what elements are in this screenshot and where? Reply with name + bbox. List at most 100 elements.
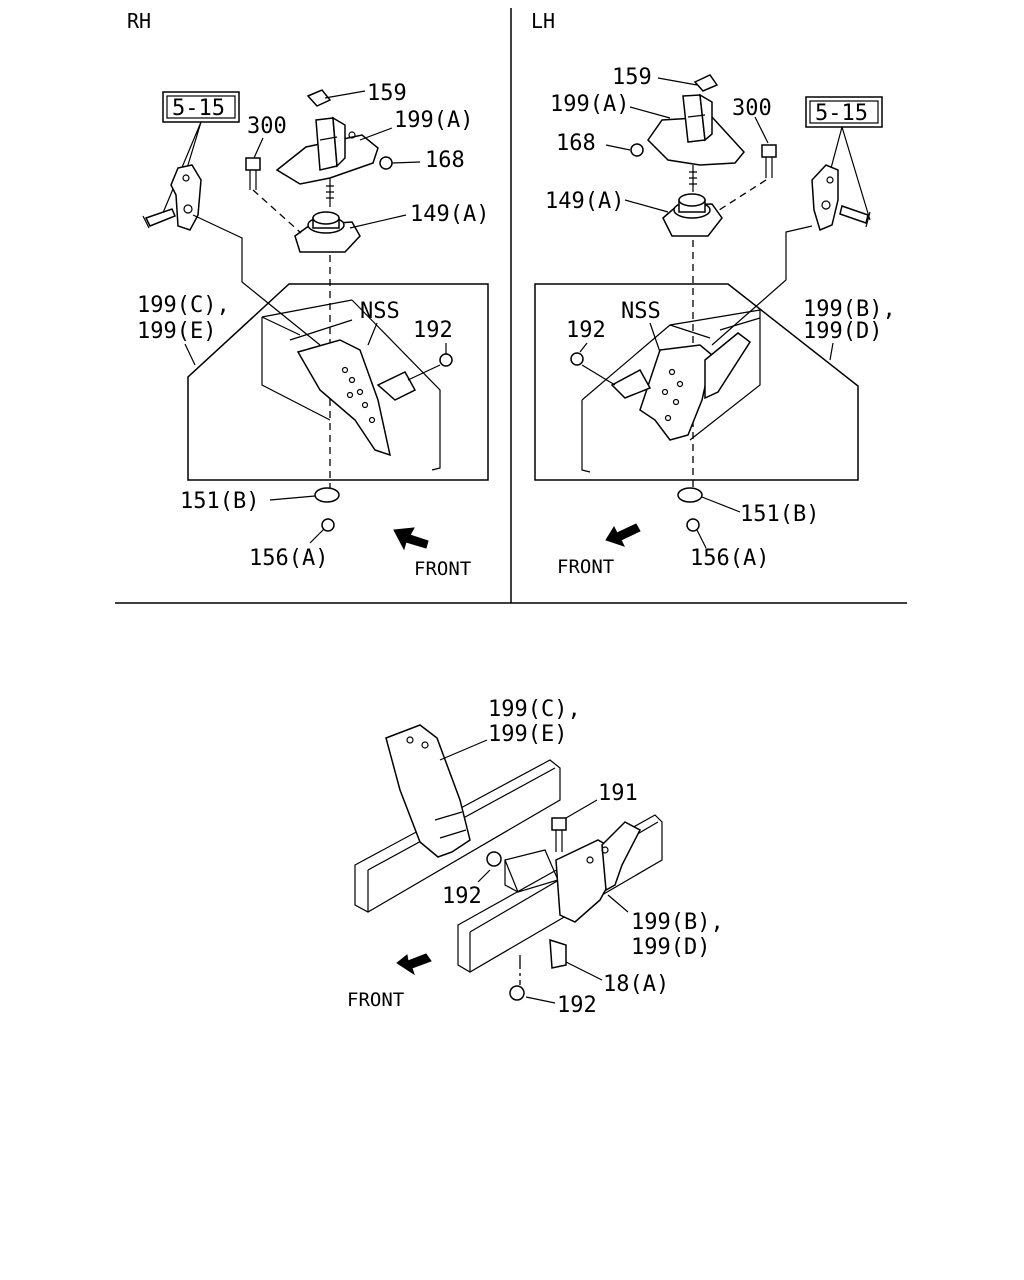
lh-label-nss: NSS (621, 299, 661, 324)
rh-label-300: 300 (247, 114, 287, 139)
rh-label-199c: 199(C), (137, 293, 230, 318)
bottom-leader-199ce (439, 739, 488, 761)
lh-bolt-300 (761, 144, 777, 178)
lh-bracket-nss (610, 332, 752, 441)
bottom-label-18a: 18(A) (603, 972, 669, 997)
lh-leader-159 (657, 77, 698, 86)
rh-label-192: 192 (413, 318, 453, 343)
rh-label-149a: 149(A) (410, 202, 489, 227)
bottom-view: FRONT 199(C), 199(E) 191 192 199(B), 199… (347, 697, 724, 1018)
rh-label-151b: 151(B) (180, 489, 259, 514)
lh-label-151b: 151(B) (740, 502, 819, 527)
rh-detail-box (187, 283, 489, 481)
rh-washer-151b (314, 487, 340, 503)
bottom-label-199e: 199(E) (488, 722, 567, 747)
lh-clip-159 (693, 74, 719, 92)
rh-leader-149a (349, 214, 407, 229)
bottom-label-192b: 192 (557, 993, 597, 1018)
bottom-label-199c: 199(C), (488, 697, 581, 722)
bottom-leader-191 (565, 799, 598, 819)
rh-leader-192 (407, 343, 447, 381)
bottom-label-191: 191 (598, 781, 638, 806)
rh-leader-159 (324, 90, 366, 99)
rh-leader-199a (359, 127, 393, 141)
bottom-bracket-199bd (549, 821, 642, 969)
rh-leader-199ce (184, 343, 196, 366)
rh-leader-151b (269, 495, 316, 501)
lh-washer-151b (677, 487, 703, 503)
rh-nut-192 (439, 353, 453, 367)
rh-leader-300 (253, 137, 264, 159)
rh-leader-156a (309, 528, 325, 544)
lh-leader-nss (649, 322, 661, 353)
bottom-leader-18a (565, 961, 603, 981)
lh-ref-leaders (829, 126, 871, 221)
rh-bracket-nss (296, 339, 417, 457)
lh-ref-box[interactable]: 5-15 (805, 96, 883, 128)
rh-leader-168 (391, 161, 421, 164)
lh-label-149a: 149(A) (545, 189, 624, 214)
lh-label-159: 159 (612, 65, 652, 90)
rh-dash-line (252, 189, 302, 234)
bottom-label-199d: 199(D) (631, 935, 710, 960)
lh-label-168: 168 (556, 131, 596, 156)
rh-insulator (294, 211, 361, 253)
rh-header: RH (127, 9, 151, 33)
lh-insulator (662, 193, 723, 237)
lh-header: LH (531, 9, 555, 33)
rh-frame-rail (261, 299, 441, 471)
bottom-label-199b: 199(B), (631, 910, 724, 935)
lh-nut-192 (570, 352, 584, 366)
bottom-front-label: FRONT (347, 989, 404, 1011)
lh-box-leader (711, 225, 813, 346)
rh-label-156a: 156(A) (249, 546, 328, 571)
svg-text:5-15: 5-15 (172, 96, 225, 121)
bottom-label-192a: 192 (442, 884, 482, 909)
bottom-front-arrow-icon (396, 953, 432, 976)
lh-leader-156a (696, 529, 707, 549)
lh-leader-199bd (829, 342, 834, 361)
rh-side-bracket (142, 164, 202, 231)
rh-mount-bracket (275, 116, 379, 207)
bottom-leader-192b (525, 996, 556, 1004)
rh-panel: RH 5-15 (127, 9, 489, 580)
rh-clip-159 (306, 89, 332, 107)
lh-leader-168 (605, 144, 631, 151)
rh-ref-box[interactable]: 5-15 (162, 91, 240, 123)
bottom-leader-192a (477, 869, 491, 883)
rh-front-label: FRONT (414, 558, 471, 580)
bottom-bracket-199ce (385, 724, 471, 858)
rh-nut-168 (379, 156, 393, 170)
lh-leader-149a (624, 199, 669, 213)
lh-leader-199a (629, 106, 671, 119)
svg-text:5-15: 5-15 (815, 101, 868, 126)
rh-label-168: 168 (425, 148, 465, 173)
lh-front-label: FRONT (557, 556, 614, 578)
lh-frame-rail (581, 309, 761, 473)
lh-detail-box (534, 283, 859, 481)
lh-front-arrow-icon (605, 523, 641, 547)
lh-nut-168 (630, 143, 644, 157)
rh-front-arrow-icon (393, 527, 429, 551)
rh-label-nss: NSS (360, 299, 400, 324)
rh-label-159: 159 (367, 81, 407, 106)
lh-dash-line (715, 179, 767, 213)
rh-nut-156a (321, 518, 335, 532)
lh-panel: LH 5-15 (531, 9, 896, 578)
rh-label-199e: 199(E) (137, 319, 216, 344)
lh-label-199a: 199(A) (550, 92, 629, 117)
lh-nut-156a (686, 518, 700, 532)
bottom-nut-192-upper (486, 851, 502, 867)
bottom-nut-192-lower (509, 985, 525, 1001)
lh-side-bracket (811, 164, 871, 232)
lh-leader-151b (701, 496, 741, 513)
rh-label-199a: 199(A) (394, 108, 473, 133)
lh-leader-192 (579, 342, 616, 386)
rh-leader-nss (367, 322, 378, 346)
lh-label-199d: 199(D) (803, 319, 882, 344)
bottom-bolt-191 (551, 817, 567, 852)
lh-label-199b: 199(B), (803, 297, 896, 322)
rh-bolt-300 (245, 157, 261, 190)
lh-mount-bracket (647, 93, 745, 192)
